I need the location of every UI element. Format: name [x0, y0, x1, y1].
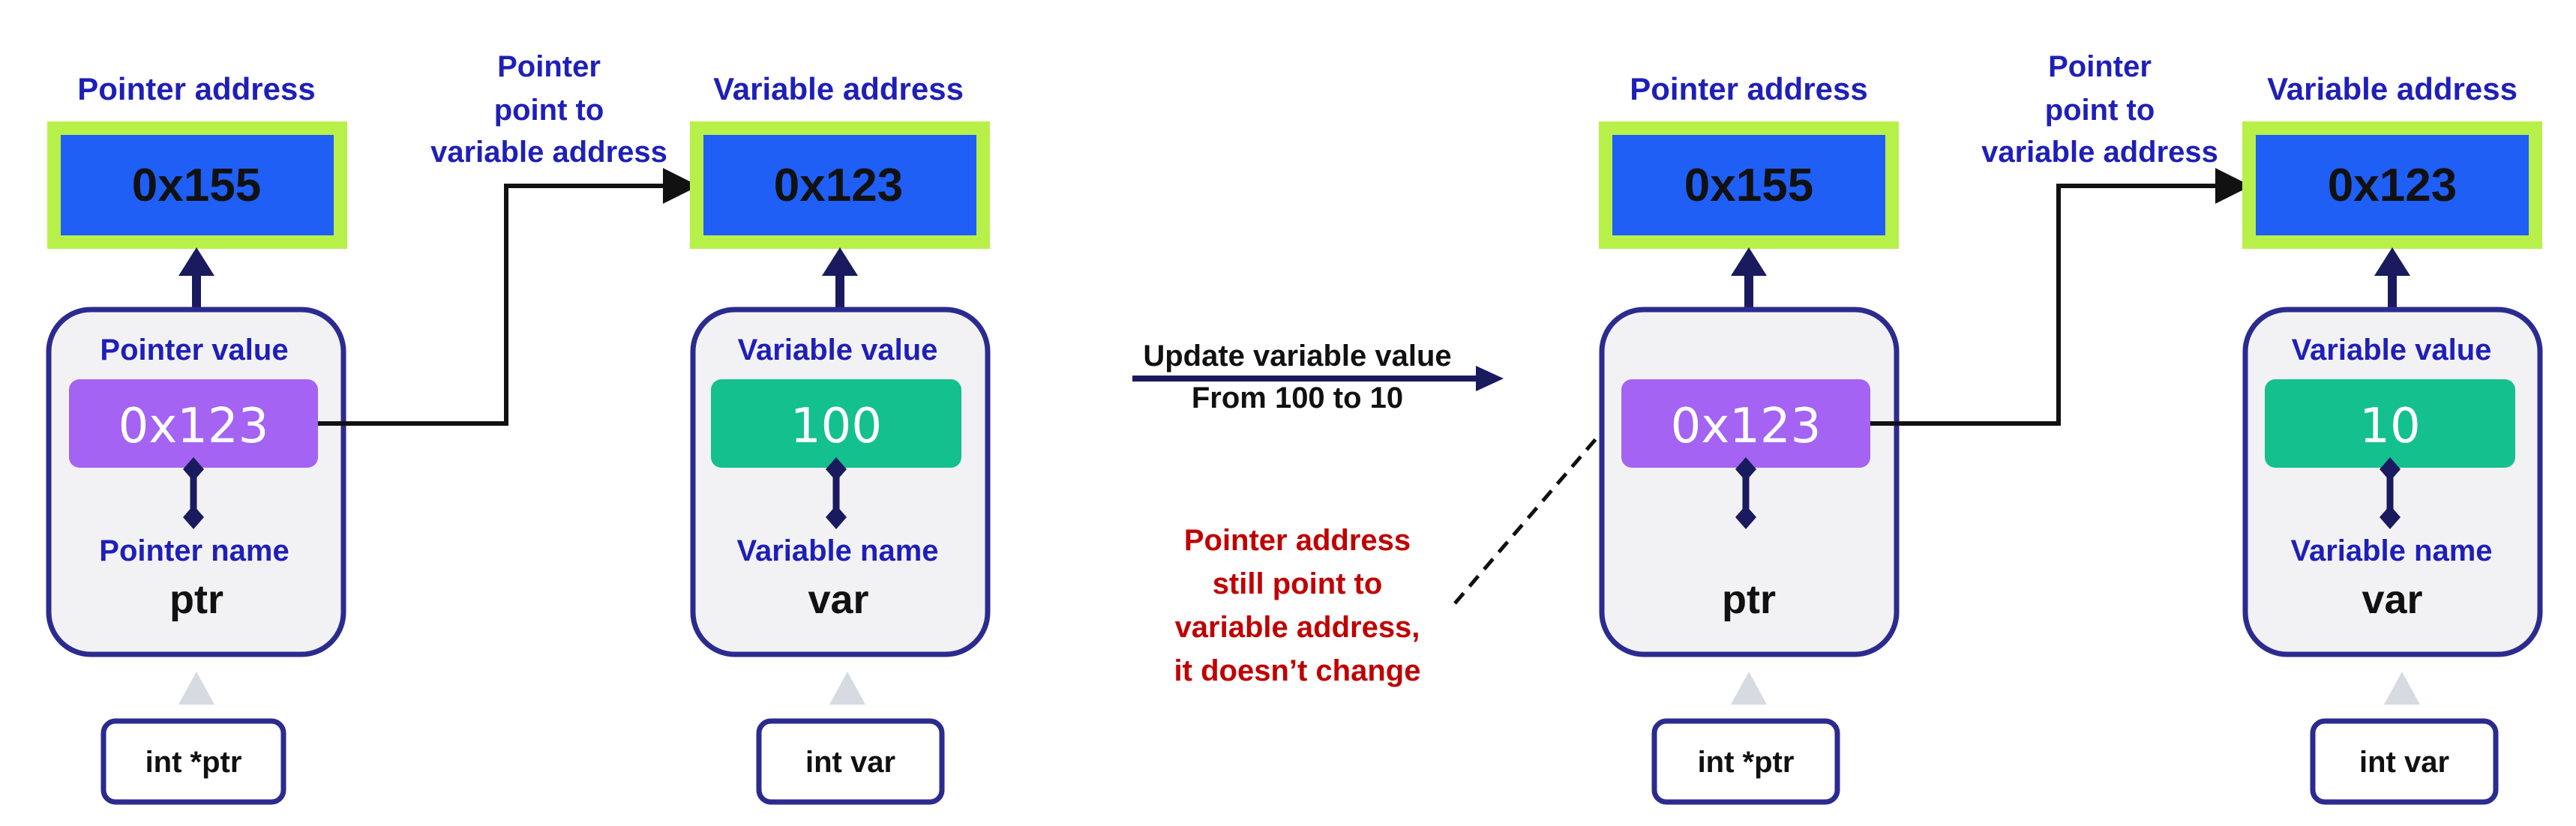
before-variable-link-bottom-diamond: [826, 505, 847, 529]
update-arrow-head: [1476, 366, 1504, 391]
after-variable-link-top-diamond: [2380, 457, 2401, 481]
after-variable-name-label: Variable name: [2290, 534, 2492, 567]
after-pointer-declaration: int *ptr: [1698, 746, 1795, 779]
after-variable-link-bottom-diamond: [2380, 505, 2401, 529]
before-pointer-decl-triangle: [178, 672, 214, 705]
note-dashed-pointer: [1453, 418, 1614, 605]
before-variable-decl-triangle: [829, 672, 865, 705]
before-pointer-value-label: Pointer value: [100, 334, 288, 367]
before-variable-address-label: Variable address: [713, 71, 964, 106]
after-variable-declaration: int var: [2359, 746, 2449, 779]
before-variable-name: var: [808, 577, 868, 622]
before-variable-value: 100: [790, 399, 882, 454]
before-arrow-line: [318, 168, 699, 426]
after-pointer-address-label: Pointer address: [1630, 71, 1867, 106]
update-label-line1: Update variable value: [1143, 340, 1451, 373]
before-pointer-group: Pointer address 0x155 Pointer value 0x12…: [46, 71, 347, 805]
after-pointer-decl-triangle: [1731, 672, 1767, 705]
before-pointer-address-label: Pointer address: [77, 71, 315, 106]
after-pointer-up-arrowhead: [1731, 247, 1767, 276]
after-pointer-value: 0x123: [1671, 399, 1822, 454]
note-line2: still point to: [1213, 567, 1383, 600]
before-pointer-declaration-box: [100, 718, 286, 805]
before-variable-name-label: Variable name: [736, 534, 938, 567]
after-variable-value-label: Variable value: [2292, 334, 2492, 367]
after-pointer-value-box: [1621, 379, 1870, 468]
before-pointer-to-variable-arrow: Pointer point to variable address: [318, 50, 699, 426]
after-variable-value-box: [2265, 379, 2515, 468]
after-pointer-address-box: [1612, 135, 1885, 235]
after-variable-value: 10: [2359, 399, 2420, 454]
after-arrow-label-line2: point to: [2045, 94, 2155, 127]
after-arrow-label-line1: Pointer: [2048, 50, 2152, 83]
before-variable-value-label: Variable value: [738, 334, 938, 367]
after-pointer-link-bottom-diamond: [1735, 505, 1756, 529]
after-pointer-to-variable-arrow: Pointer point to variable address: [1870, 50, 2251, 426]
after-pointer-group: Pointer address 0x155 0x123 ptr int *ptr: [1599, 71, 1900, 805]
note-line3: variable address,: [1175, 611, 1420, 644]
before-variable-up-arrowhead: [822, 247, 858, 276]
before-variable-address-box: [703, 135, 976, 235]
before-pointer-address: 0x155: [132, 160, 261, 211]
before-pointer-name: ptr: [169, 577, 223, 622]
before-arrow-label-line2: point to: [494, 94, 604, 127]
after-arrow-label-line3: variable address: [1981, 136, 2218, 169]
note-line1: Pointer address: [1184, 524, 1411, 557]
after-variable-declaration-box: [2310, 718, 2499, 805]
before-pointer-declaration: int *ptr: [145, 746, 242, 779]
after-variable-address: 0x123: [2328, 160, 2457, 211]
before-pointer-up-arrowhead: [178, 247, 214, 276]
before-variable-value-box: [711, 379, 961, 468]
before-variable-declaration: int var: [805, 746, 895, 779]
after-pointer-declaration-box: [1651, 718, 1840, 805]
before-variable-declaration-box: [756, 718, 945, 805]
after-variable-decl-triangle: [2384, 672, 2420, 705]
after-variable-up-arrowhead: [2374, 247, 2410, 276]
note-group: Pointer address still point to variable …: [1174, 418, 1614, 687]
before-pointer-name-label: Pointer name: [99, 534, 289, 567]
after-variable-name: var: [2362, 577, 2422, 622]
note-line4: it doesn’t change: [1174, 654, 1421, 687]
before-variable-link-top-diamond: [826, 457, 847, 481]
before-arrow-label-line1: Pointer: [497, 50, 601, 83]
after-pointer-name: ptr: [1722, 577, 1776, 622]
after-pointer-link-top-diamond: [1735, 457, 1756, 481]
update-label-line2: From 100 to 10: [1192, 382, 1403, 414]
before-variable-address: 0x123: [774, 160, 903, 211]
after-variable-address-box: [2256, 135, 2529, 235]
before-pointer-value: 0x123: [118, 399, 269, 454]
before-pointer-value-box: [69, 379, 318, 468]
after-variable-address-label: Variable address: [2267, 71, 2518, 106]
after-arrow-line: [1870, 168, 2251, 426]
update-transition: Update variable value From 100 to 10: [1132, 340, 1504, 414]
after-pointer-address: 0x155: [1684, 160, 1813, 211]
before-pointer-link-bottom-diamond: [183, 505, 204, 529]
before-variable-group: Variable address 0x123 Variable value 10…: [690, 71, 991, 805]
before-arrow-label-line3: variable address: [430, 136, 667, 169]
after-variable-group: Variable address 0x123 Variable value 10…: [2242, 71, 2543, 805]
before-pointer-address-box: [61, 135, 334, 235]
before-pointer-link-top-diamond: [183, 457, 204, 481]
